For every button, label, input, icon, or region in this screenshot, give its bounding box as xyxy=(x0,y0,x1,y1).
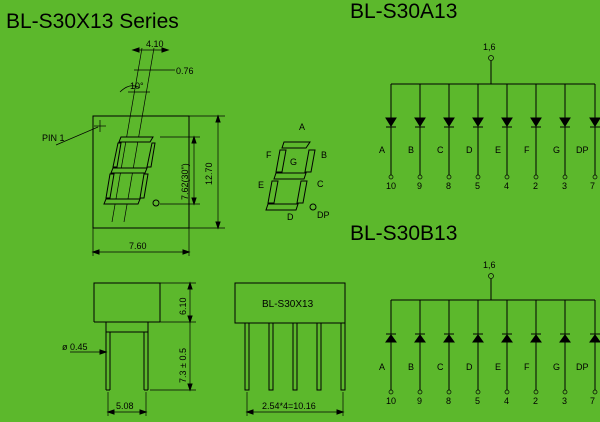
dim-height: 12.70 xyxy=(204,162,214,185)
schematic-a-seg-b: B xyxy=(408,145,414,155)
schematic-b-pin-f: 2 xyxy=(533,396,538,406)
pin1-label: PIN 1 xyxy=(42,133,65,143)
schematic-b-pin-c: 8 xyxy=(446,396,451,406)
seg-label-f: F xyxy=(266,150,272,160)
bottom-pins xyxy=(244,322,346,391)
schematic-a-seg-e: E xyxy=(495,145,501,155)
schematic-a-pin-dp: 7 xyxy=(590,181,595,191)
dim-pitch: 2.54*4=10.16 xyxy=(262,401,316,411)
front-view: PIN 1 4.10 0.76 10° 12.70 7.62(30") 7.60 xyxy=(42,39,225,256)
seg-label-b: B xyxy=(321,150,327,160)
schematic-a-diodes xyxy=(385,84,600,180)
schematic-a-seg-dp: DP xyxy=(576,145,589,155)
schematic-b-seg-c: C xyxy=(437,362,444,372)
dim-side-width: 5.08 xyxy=(116,401,134,411)
bottom-part-label: BL-S30X13 xyxy=(262,299,314,310)
schematic-a-seg-g: G xyxy=(553,145,560,155)
seg-label-dp: DP xyxy=(317,210,330,220)
schematic-b-pin-b: 9 xyxy=(417,396,422,406)
schematic-a-seg-d: D xyxy=(466,145,473,155)
schematic-b-pin-g: 3 xyxy=(562,396,567,406)
front-digit xyxy=(103,136,160,207)
schematic-a-pin-a: 10 xyxy=(386,181,396,191)
seg-label-e: E xyxy=(258,180,264,190)
schematic-a-common-pin: 1,6 xyxy=(483,42,496,52)
schematic-a-title: BL-S30A13 xyxy=(350,0,457,23)
schematic-b-seg-b: B xyxy=(408,362,414,372)
schematic-b-seg-g: G xyxy=(553,362,560,372)
schematic-b-seg-dp: DP xyxy=(576,362,589,372)
dim-segment-width: 0.76 xyxy=(176,66,194,76)
segment-map: A B C D E F G DP xyxy=(258,122,330,222)
dim-pin-dia: ø 0.45 xyxy=(62,342,88,352)
schematic-b-diodes xyxy=(385,300,600,395)
schematic-b-pin-e: 4 xyxy=(504,396,509,406)
schematic-a-seg-a: A xyxy=(379,145,385,155)
dim-width: 7.60 xyxy=(129,241,147,251)
schematic-a-pin-e: 4 xyxy=(504,181,509,191)
front-body-outline xyxy=(92,115,190,229)
schematic-b-title: BL-S30B13 xyxy=(350,222,457,245)
schematic-b-pin-a: 10 xyxy=(386,396,396,406)
series-title: BL-S30X13 Series xyxy=(6,10,179,33)
schematic-b-seg-a: A xyxy=(379,362,385,372)
dim-pin-length: 7.3 ± 0.5 xyxy=(178,348,188,383)
dim-top-width: 4.10 xyxy=(146,39,164,49)
dim-angle: 10° xyxy=(130,81,144,91)
seg-label-c: C xyxy=(317,179,324,189)
side-view: ø 0.45 6.10 7.3 ± 0.5 5.08 xyxy=(62,281,196,416)
schematic-b-pin-d: 5 xyxy=(475,396,480,406)
schematic-a-seg-c: C xyxy=(437,145,444,155)
dim-body-height: 6.10 xyxy=(178,297,188,315)
schematic-a-pin-g: 3 xyxy=(562,181,567,191)
bottom-view: BL-S30X13 2.54*4=10.16 xyxy=(234,282,346,416)
seg-label-d: D xyxy=(287,212,294,222)
dim-digit-height: 7.62(30") xyxy=(180,163,190,200)
schematic-a-pin-c: 8 xyxy=(446,181,451,191)
schematic-b-common-pin: 1,6 xyxy=(483,260,496,270)
schematic-b-seg-d: D xyxy=(466,362,473,372)
seg-label-g: G xyxy=(290,157,297,167)
schematic-a-pin-b: 9 xyxy=(417,181,422,191)
schematic-b-seg-e: E xyxy=(495,362,501,372)
schematic-a: 1,6 xyxy=(379,42,600,191)
schematic-a-seg-f: F xyxy=(524,145,530,155)
schematic-b: 1,6 xyxy=(379,260,600,406)
schematic-b-pin-dp: 7 xyxy=(590,396,595,406)
schematic-a-pin-f: 2 xyxy=(533,181,538,191)
schematic-b-seg-f: F xyxy=(524,362,530,372)
seg-label-a: A xyxy=(299,122,305,132)
schematic-a-pin-d: 5 xyxy=(475,181,480,191)
